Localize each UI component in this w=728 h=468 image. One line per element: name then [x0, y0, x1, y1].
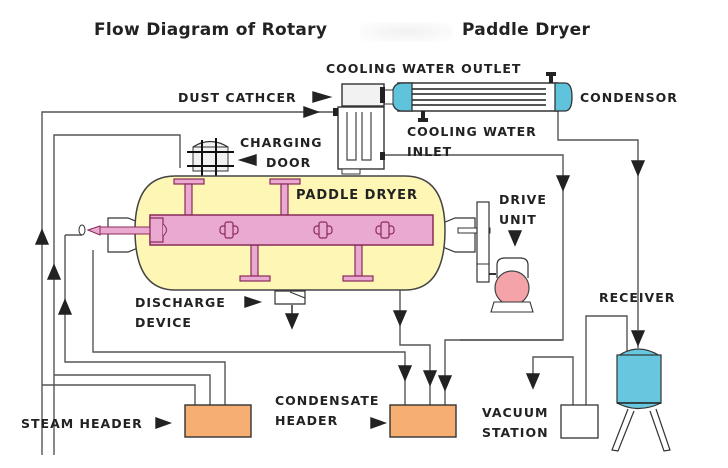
arrow-down-dryer — [392, 310, 408, 327]
arrow-down-return — [555, 175, 571, 192]
label-receiver: RECEIVER — [599, 290, 676, 305]
arrow-right-dust — [303, 106, 321, 118]
pointer-dust-catcher — [312, 91, 333, 103]
label-inlet: INLET — [407, 144, 453, 159]
pointer-condensate-header — [370, 417, 388, 429]
label-unit: UNIT — [499, 212, 537, 227]
arrow-up-1 — [34, 228, 50, 245]
arrow-down-cond-2 — [422, 370, 438, 387]
vacuum-station — [560, 404, 599, 439]
label-charging: CHARGING — [240, 135, 323, 150]
label-vacuum: VACUUM — [482, 405, 549, 420]
pointer-charging-door — [237, 154, 257, 166]
label-header: HEADER — [275, 413, 339, 428]
pointer-steam-header — [155, 417, 173, 429]
pipe-vacuum-outlet — [532, 356, 574, 405]
diagram-title-part2: Paddle Dryer — [462, 20, 591, 40]
redacted-word — [360, 22, 452, 42]
diagram-title-part1: Flow Diagram of Rotary — [94, 20, 328, 40]
pointer-discharge — [244, 296, 263, 308]
label-steam-header: STEAM HEADER — [21, 416, 143, 431]
label-paddle-dryer: PADDLE DRYER — [296, 188, 419, 203]
label-station: STATION — [482, 425, 549, 440]
condenser — [382, 72, 573, 122]
arrow-down-condensor — [630, 160, 646, 177]
paddle-dryer — [78, 175, 491, 305]
charging-door — [187, 138, 234, 176]
pipe-charging-loop — [53, 134, 181, 455]
arrow-up-2 — [46, 263, 62, 280]
steam-header-box — [184, 404, 252, 438]
receiver-tank — [611, 348, 671, 452]
drive-unit — [476, 201, 534, 313]
pipe-steam-2 — [54, 374, 211, 405]
condensate-header-box — [389, 404, 457, 438]
pipe-condenser-to-receiver — [557, 100, 639, 330]
label-cooling-water: COOLING WATER — [407, 124, 537, 139]
arrow-down-cond-1 — [397, 365, 413, 382]
arrow-down-vacuum — [525, 373, 541, 390]
dust-catcher — [333, 83, 385, 175]
arrow-down-cond-3 — [437, 375, 453, 392]
cooling-water-outlet-nozzle — [549, 75, 553, 83]
arrow-drive-unit — [507, 230, 523, 247]
label-cooling-water-outlet: COOLING WATER OUTLET — [326, 61, 522, 76]
label-device: DEVICE — [135, 315, 192, 330]
label-dust-catcher: DUST CATHCER — [178, 90, 297, 105]
piping-lines — [41, 100, 639, 455]
arrow-down-receiver — [630, 330, 646, 347]
label-condensate: CONDENSATE — [275, 393, 380, 408]
drive-motor — [494, 270, 530, 306]
condenser-left-cap — [391, 82, 413, 112]
label-drive: DRIVE — [499, 192, 547, 207]
arrow-up-3 — [57, 298, 73, 315]
pipe-receiver-vacuum — [585, 315, 628, 405]
discharge-device — [274, 290, 306, 305]
pipe-cooling-return — [385, 154, 564, 405]
pipe-dust-catcher-feed — [41, 111, 338, 455]
label-door: DOOR — [266, 155, 312, 170]
label-discharge: DISCHARGE — [135, 295, 226, 310]
label-condensor: CONDENSOR — [580, 90, 678, 105]
flow-arrows — [34, 91, 646, 429]
cooling-water-inlet-nozzle — [421, 111, 425, 119]
pipe-steam-1 — [42, 384, 196, 405]
condenser-right-cap — [554, 82, 573, 112]
